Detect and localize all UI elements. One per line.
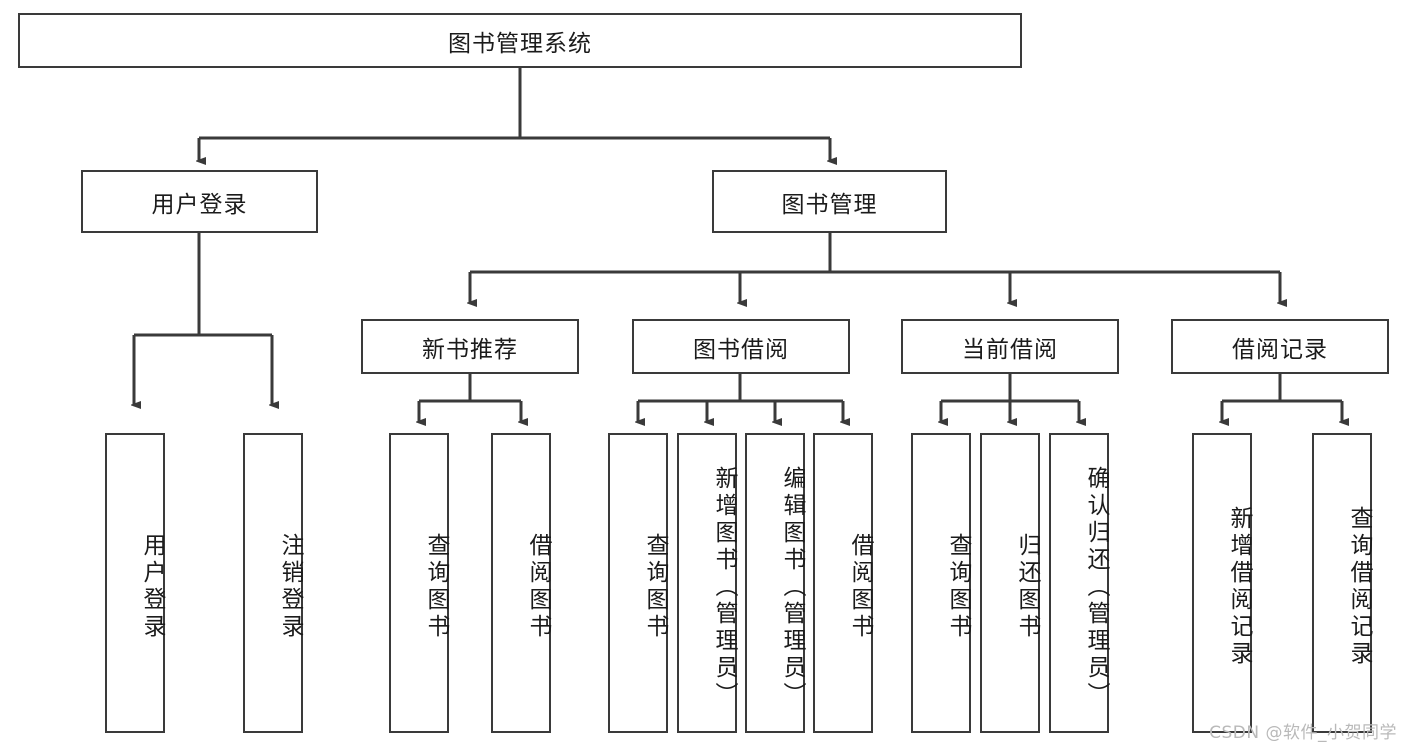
- leaf-book-borrow-edit-book-admin[interactable]: 编辑图书（管理员）: [745, 433, 805, 733]
- leaf-label: 借阅图书: [525, 533, 551, 641]
- node-current-borrow[interactable]: 当前借阅: [901, 319, 1119, 374]
- node-new-book-recommend-label: 新书推荐: [422, 336, 518, 363]
- node-borrow-record[interactable]: 借阅记录: [1171, 319, 1389, 374]
- leaf-label: 编辑图书（管理员）: [779, 465, 805, 709]
- node-current-borrow-label: 当前借阅: [962, 336, 1058, 363]
- leaf-label: 新增图书（管理员）: [711, 465, 737, 709]
- node-book-borrow-label: 图书借阅: [693, 336, 789, 363]
- node-borrow-record-label: 借阅记录: [1232, 336, 1328, 363]
- leaf-borrow-record-add-record[interactable]: 新增借阅记录: [1192, 433, 1252, 733]
- leaf-label: 用户登录: [139, 533, 165, 641]
- node-root-label: 图书管理系统: [448, 30, 592, 57]
- leaf-label: 查询图书: [945, 533, 971, 641]
- leaf-new-book-borrow-book[interactable]: 借阅图书: [491, 433, 551, 733]
- node-new-book-recommend[interactable]: 新书推荐: [361, 319, 579, 374]
- leaf-book-borrow-borrow-book[interactable]: 借阅图书: [813, 433, 873, 733]
- leaf-current-borrow-confirm-return-admin[interactable]: 确认归还（管理员）: [1049, 433, 1109, 733]
- watermark: CSDN @软件_小贺同学: [1209, 723, 1397, 743]
- leaf-label: 确认归还（管理员）: [1083, 465, 1109, 709]
- leaf-label: 新增借阅记录: [1226, 506, 1252, 668]
- node-book-management[interactable]: 图书管理: [712, 170, 947, 233]
- leaf-label: 借阅图书: [847, 533, 873, 641]
- leaf-current-borrow-return-book[interactable]: 归还图书: [980, 433, 1040, 733]
- leaf-book-borrow-query-book[interactable]: 查询图书: [608, 433, 668, 733]
- leaf-book-borrow-add-book-admin[interactable]: 新增图书（管理员）: [677, 433, 737, 733]
- node-book-borrow[interactable]: 图书借阅: [632, 319, 850, 374]
- node-user-login[interactable]: 用户登录: [81, 170, 318, 233]
- leaf-label: 查询借阅记录: [1346, 506, 1372, 668]
- leaf-user-login-login[interactable]: 用户登录: [105, 433, 165, 733]
- leaf-new-book-query-book[interactable]: 查询图书: [389, 433, 449, 733]
- node-book-management-label: 图书管理: [781, 191, 878, 218]
- leaf-label: 注销登录: [277, 533, 303, 641]
- leaf-user-login-logout[interactable]: 注销登录: [243, 433, 303, 733]
- leaf-label: 归还图书: [1014, 533, 1040, 641]
- node-user-login-label: 用户登录: [151, 191, 248, 218]
- leaf-label: 查询图书: [423, 533, 449, 641]
- leaf-label: 查询图书: [642, 533, 668, 641]
- leaf-current-borrow-query-book[interactable]: 查询图书: [911, 433, 971, 733]
- leaf-borrow-record-query-record[interactable]: 查询借阅记录: [1312, 433, 1372, 733]
- node-root-book-management-system[interactable]: 图书管理系统: [18, 13, 1022, 68]
